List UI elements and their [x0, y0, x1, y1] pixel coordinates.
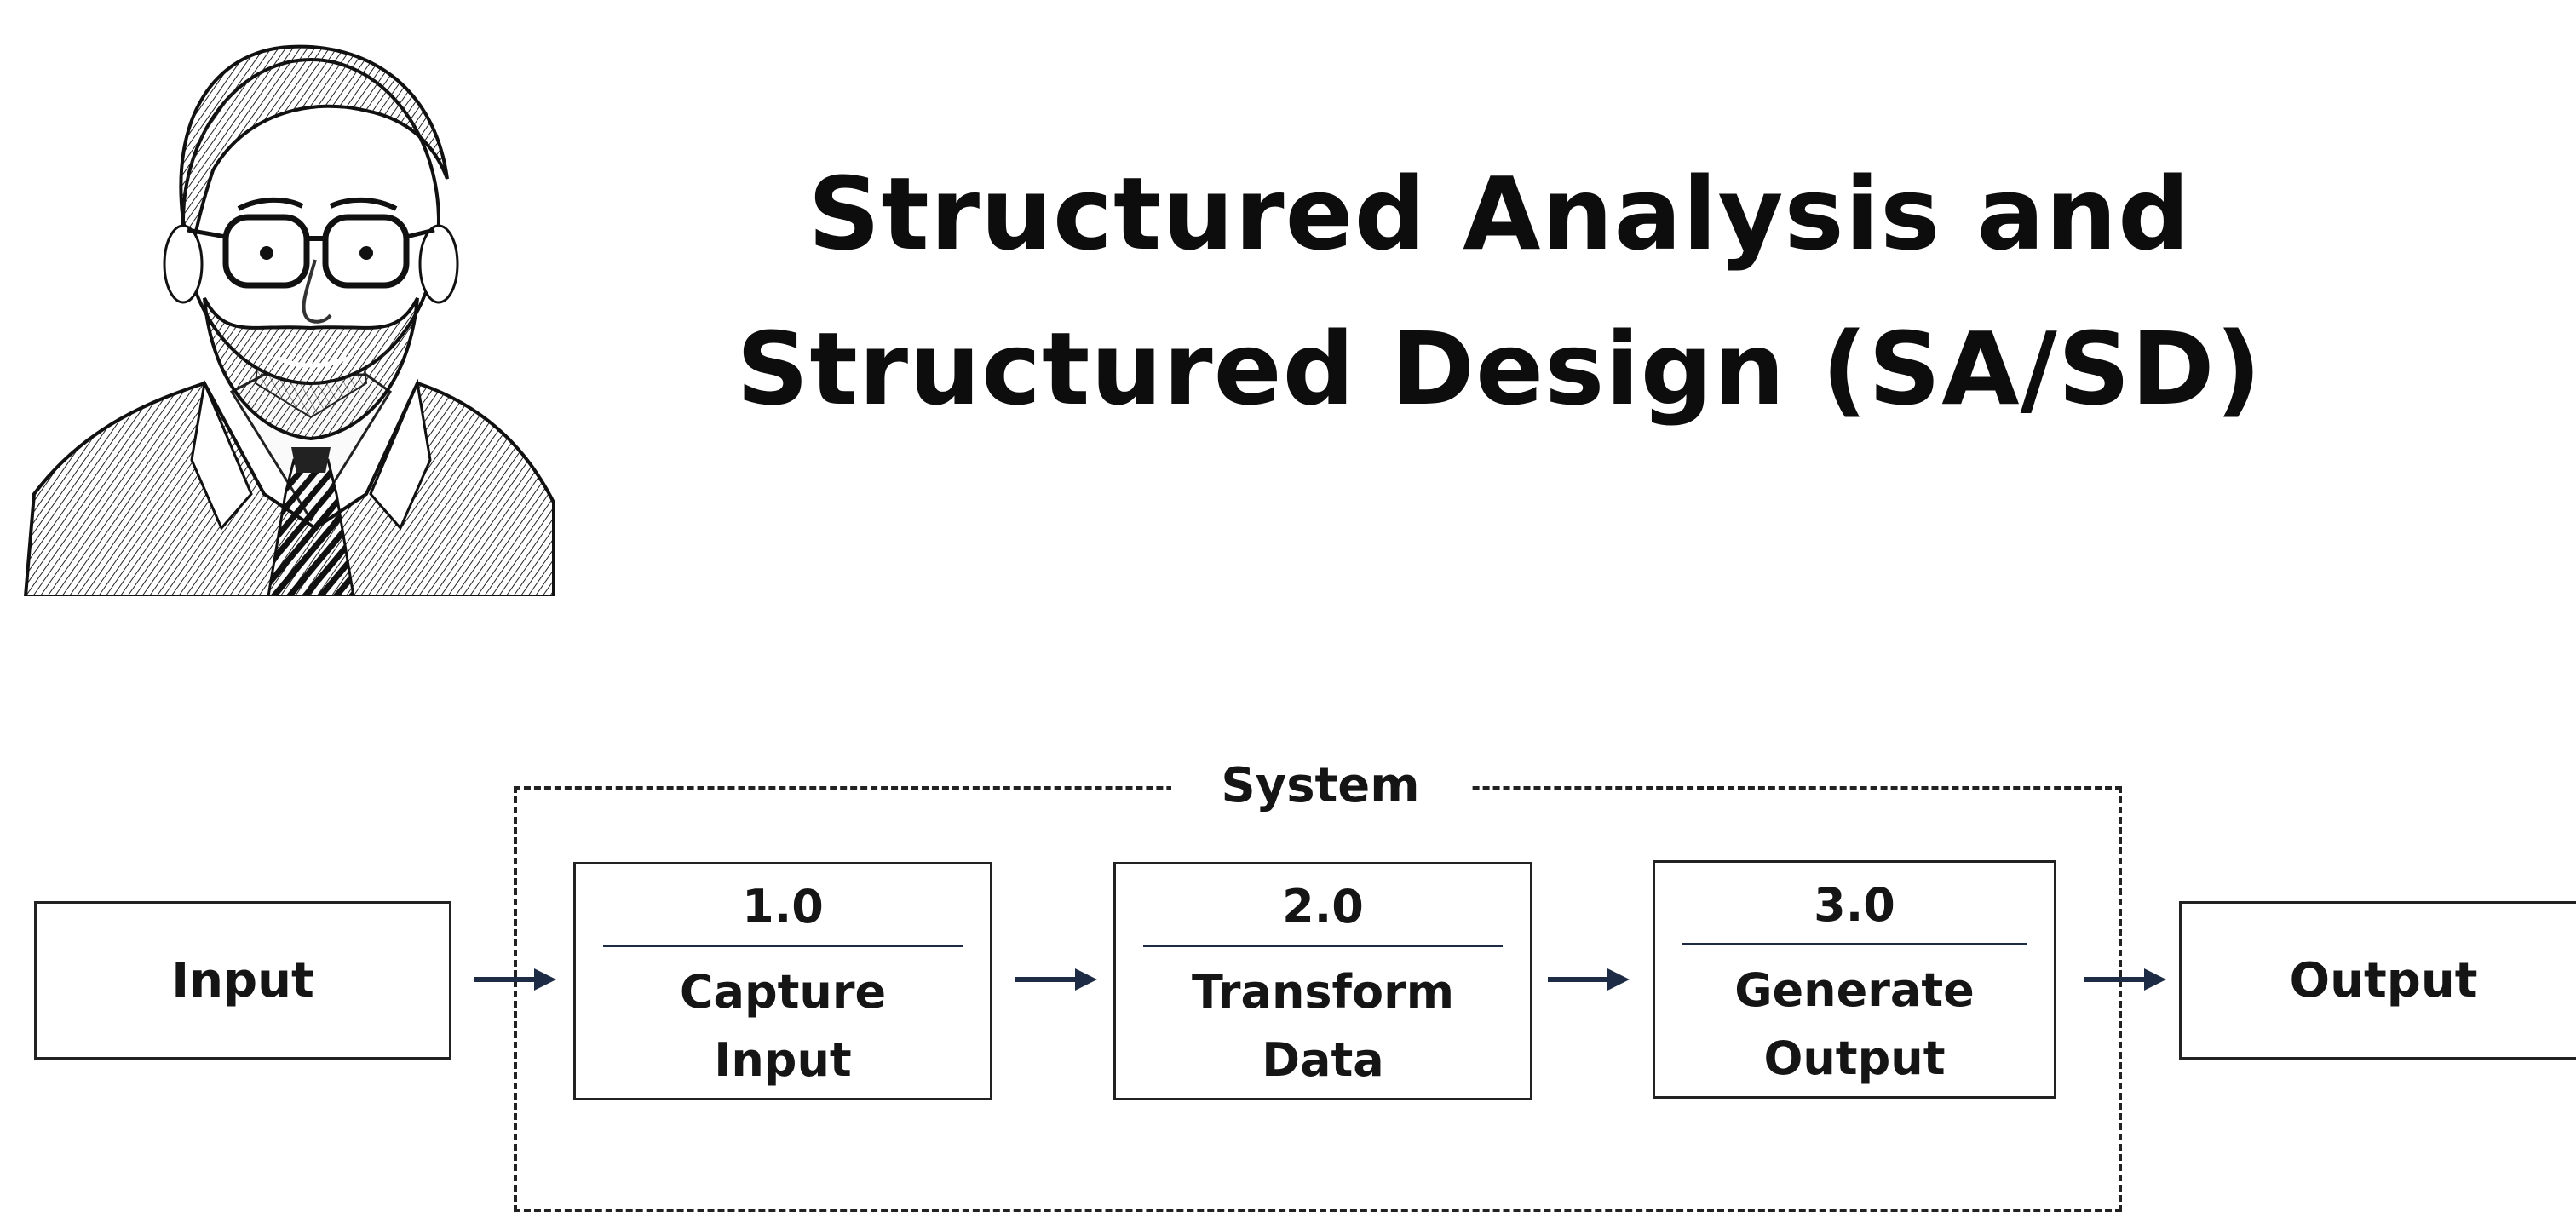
- process-transform-data: 2.0 Transform Data: [1113, 862, 1532, 1100]
- flow-arrow-generate-to-output: [2083, 962, 2168, 997]
- portrait-icon: [23, 44, 555, 596]
- process-name-line-2: Output: [1763, 1031, 1946, 1085]
- process-name: Transform Data: [1116, 958, 1530, 1094]
- process-number: 2.0: [1282, 880, 1364, 933]
- process-name-line-2: Input: [714, 1033, 852, 1087]
- title-line-1: Structured Analysis and: [808, 155, 2191, 273]
- process-name-line-1: Generate: [1734, 963, 1975, 1017]
- page-title: Structured Analysis and Structured Desig…: [699, 136, 2300, 446]
- portrait-illustration: [9, 17, 571, 596]
- process-generate-output: 3.0 Generate Output: [1653, 860, 2056, 1099]
- process-capture-input: 1.0 Capture Input: [573, 862, 992, 1100]
- external-input-label: Input: [171, 952, 314, 1008]
- system-boundary-label: System: [1171, 756, 1469, 816]
- arrow-right-icon: [2084, 968, 2166, 991]
- flow-arrow-capture-to-transform: [1014, 962, 1099, 997]
- process-name-line-1: Transform: [1191, 965, 1455, 1019]
- process-name-line-2: Data: [1262, 1033, 1384, 1087]
- external-output-label: Output: [2289, 952, 2478, 1008]
- process-divider: [1682, 943, 2027, 945]
- arrow-right-icon: [474, 968, 556, 991]
- process-divider: [603, 945, 963, 947]
- external-output-entity: Output: [2179, 901, 2576, 1060]
- process-name: Generate Output: [1655, 956, 2054, 1093]
- process-name-line-1: Capture: [679, 965, 887, 1019]
- external-input-entity: Input: [34, 901, 451, 1060]
- flow-arrow-input-to-capture: [473, 962, 558, 997]
- title-line-2: Structured Design (SA/SD): [736, 310, 2263, 428]
- arrow-right-icon: [1548, 968, 1630, 991]
- process-name: Capture Input: [576, 958, 990, 1094]
- process-number: 1.0: [742, 880, 824, 933]
- arrow-right-icon: [1015, 968, 1097, 991]
- process-number: 3.0: [1814, 878, 1895, 932]
- flow-arrow-transform-to-generate: [1546, 962, 1631, 997]
- process-divider: [1143, 945, 1503, 947]
